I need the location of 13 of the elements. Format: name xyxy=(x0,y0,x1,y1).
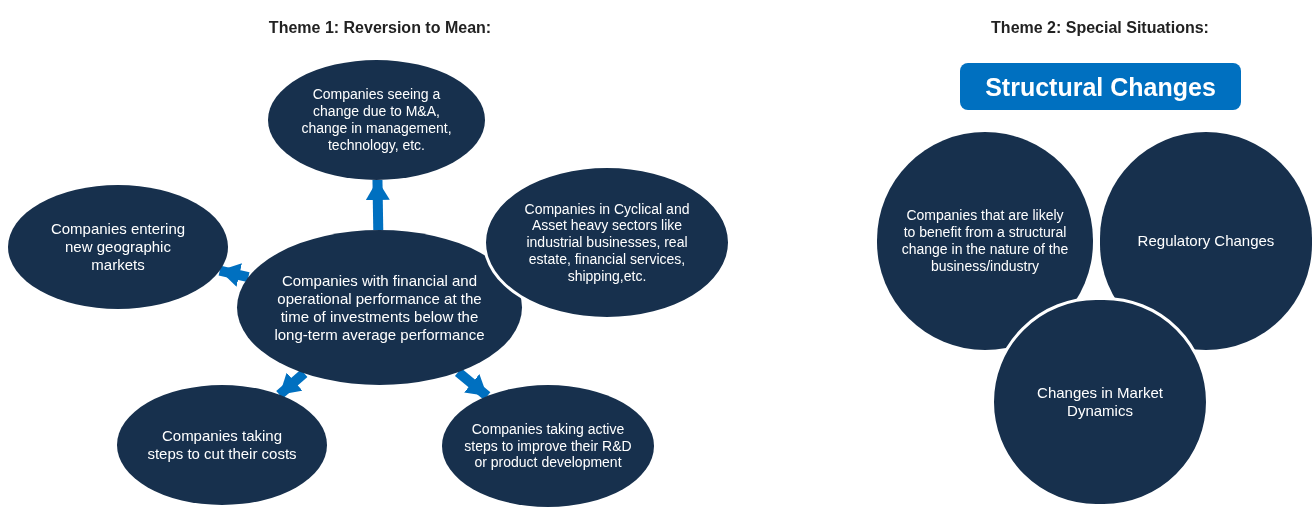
block-arrow xyxy=(454,368,491,400)
ellipse-node: Companies taking active steps to improve their R&D or product development xyxy=(442,385,654,507)
block-arrow xyxy=(276,369,308,399)
theme-heading: Theme 1: Reversion to Mean: xyxy=(267,18,493,38)
ellipse-node: Companies taking steps to cut their costs xyxy=(117,385,327,505)
theme-heading: Theme 2: Special Situations: xyxy=(990,18,1210,38)
ellipse-node: Companies seeing a change due to M&A, change in management, technology, etc. xyxy=(268,60,485,180)
block-arrow xyxy=(218,263,250,287)
ellipse-node: Companies in Cyclical and Asset heavy sectors like industrial businesses, real estate, financial services, shipping,etc. xyxy=(483,165,731,320)
ellipse-node: Companies entering new geographic markets xyxy=(8,185,228,309)
ellipse-node: Companies with financial and operational performance at the time of investments below the long-term average performance xyxy=(237,230,522,385)
block-arrow xyxy=(365,179,390,231)
title-banner: Structural Changes xyxy=(960,63,1241,110)
